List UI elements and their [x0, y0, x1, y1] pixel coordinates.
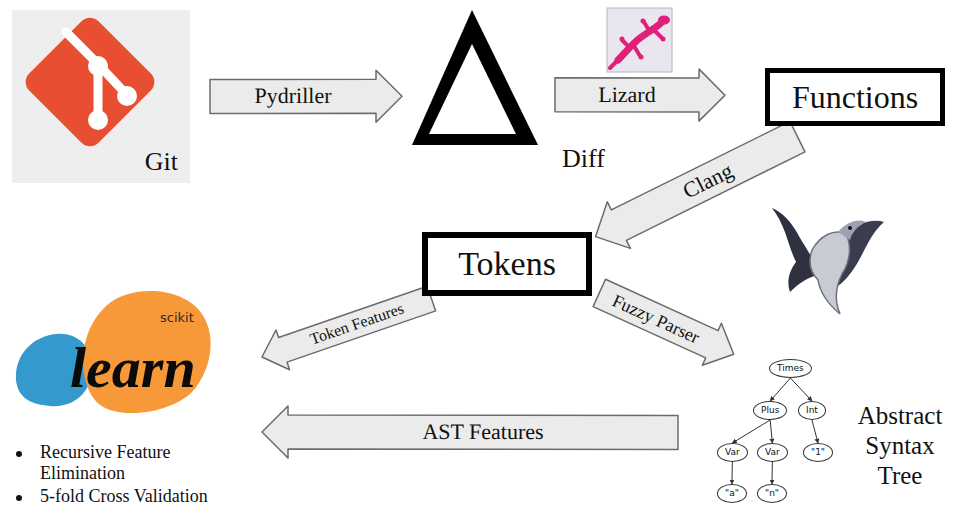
tree-node: Var: [717, 443, 748, 462]
tree-edge: [770, 378, 790, 401]
block-arrow: [262, 406, 678, 458]
node-text: Abstract Syntax Tree: [848, 401, 952, 491]
tree-node-text: Plus: [761, 405, 779, 416]
node-text: Diff: [562, 144, 605, 174]
tree-node-text: Times: [777, 363, 804, 374]
lizard-logo: [607, 8, 672, 72]
block-arrow: [596, 121, 805, 248]
block-arrow: [210, 70, 402, 122]
tree-node: "1": [803, 443, 833, 462]
arrow-label: Lizard: [598, 84, 655, 106]
tree-node: Times: [769, 359, 812, 378]
process-box: Tokens: [422, 232, 592, 296]
diff-delta: Diff: [410, 8, 540, 148]
bullet-dot: [16, 495, 22, 501]
block-arrow: [555, 69, 725, 121]
node-text: Git: [145, 147, 178, 177]
git-logo-box: Git: [12, 10, 190, 183]
tree-node: Plus: [753, 401, 787, 420]
tree-node: Var: [757, 443, 788, 462]
tree-node-text: Int: [806, 405, 818, 416]
tree-node-text: "n": [765, 488, 779, 499]
tree-edge: [790, 378, 812, 401]
llvm-dragon: [772, 208, 884, 314]
delta-symbol: [410, 8, 540, 148]
arrow-label: AST Features: [422, 421, 543, 443]
arrow-label: Pydriller: [254, 85, 331, 107]
tree-edge: [771, 462, 772, 484]
bullet-dot: [16, 451, 22, 457]
block-arrow: [262, 286, 436, 369]
tree-edge: [731, 462, 732, 484]
bullet-text: 5-fold Cross Validation: [40, 486, 260, 507]
scikit-learn-logo: scikit learn: [10, 288, 262, 438]
block-arrow: [593, 279, 734, 365]
tree-node: "n": [757, 484, 787, 503]
process-box: Functions: [765, 68, 945, 126]
tree-node-text: "1": [811, 447, 825, 458]
tree-node-text: Var: [725, 447, 740, 458]
bullet-text: Recursive Feature Elimination: [40, 442, 225, 484]
node-text: Tokens: [458, 245, 556, 283]
tree-node: "a": [717, 484, 747, 503]
tree-node-text: "a": [725, 488, 739, 499]
tree-edge: [732, 420, 770, 443]
node-text: Functions: [792, 79, 918, 116]
tree-edge: [770, 420, 772, 443]
tree-node-text: Var: [765, 447, 780, 458]
logo-small-word: scikit: [160, 310, 194, 325]
ast-region: Abstract Syntax Tree TimesPlus IntVar Var "1…: [690, 355, 958, 507]
tree-edge: [812, 420, 818, 443]
logo-word: learn: [70, 334, 196, 401]
tree-node: Int: [798, 401, 826, 420]
